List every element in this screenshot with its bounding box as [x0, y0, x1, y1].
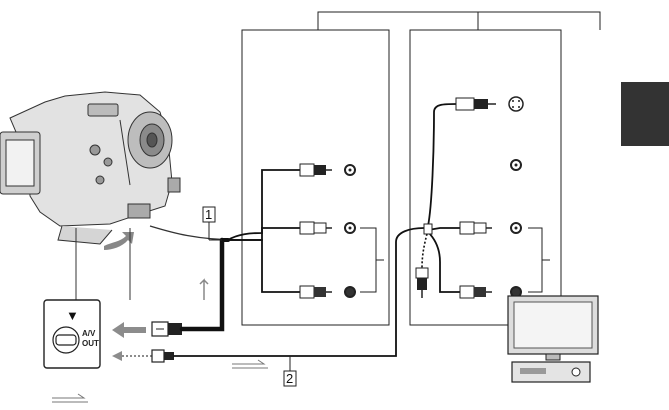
- plug-in-dotted-arrow-icon: [112, 351, 152, 361]
- av-out-label-line1: A/V: [82, 329, 96, 338]
- s-video-jack: [509, 97, 523, 111]
- s-video-cable-plug-icon: [152, 350, 174, 362]
- plug-in-arrow-icon: [112, 322, 146, 338]
- tv-icon: [508, 296, 598, 360]
- vcr-icon: [512, 362, 590, 382]
- camcorder-icon: [0, 92, 180, 244]
- device-group-bracket: [318, 12, 600, 30]
- callout-1: 1: [205, 207, 212, 222]
- av-out-label-line2: OUT: [82, 339, 99, 348]
- device-panel-1: [242, 30, 389, 325]
- camcorder-lead: [150, 226, 240, 240]
- camera-jack-panel: ▼ A/V OUT: [44, 300, 100, 368]
- audio-r-jack-1: [345, 287, 355, 297]
- section-tab: [621, 82, 669, 146]
- jack-indicator-icon: ▼: [66, 308, 79, 323]
- callout-2: 2: [286, 371, 293, 386]
- cable-up-arrow-icon: [200, 280, 208, 300]
- av-cable-plug-icon: [152, 322, 182, 336]
